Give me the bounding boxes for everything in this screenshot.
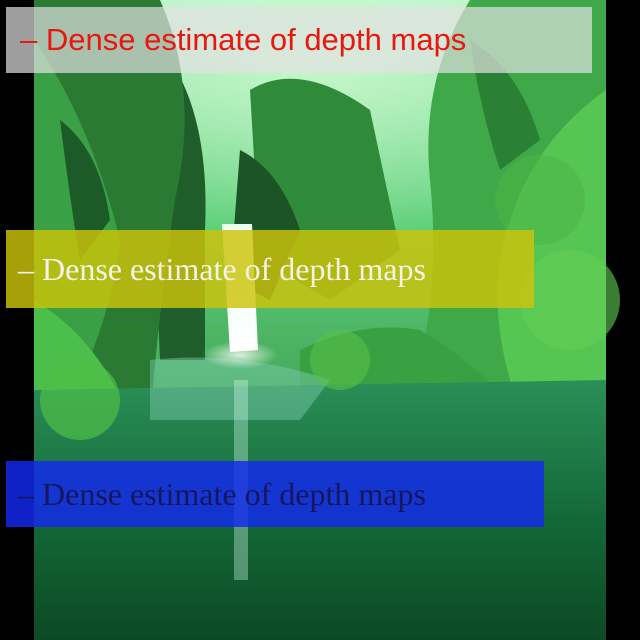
caption-red-text: – Dense estimate of depth maps [20,22,467,57]
caption-red-box: – Dense estimate of depth maps [6,7,592,73]
caption-yellow-box: – Dense estimate of depth maps [6,230,534,308]
caption-yellow-text: – Dense estimate of depth maps [18,250,426,287]
caption-blue-box: – Dense estimate of depth maps [6,461,544,527]
caption-blue-text: – Dense estimate of depth maps [18,475,426,512]
